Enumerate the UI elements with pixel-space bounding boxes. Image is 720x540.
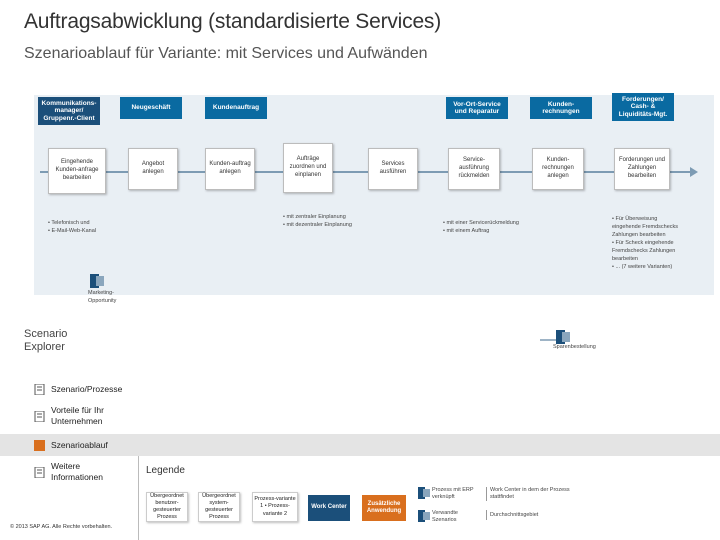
flow-icon (34, 439, 45, 451)
legend-text-related: Verwandte Szenarios (432, 510, 458, 524)
nav-scenario-processes[interactable]: Szenario/Prozesse (0, 378, 720, 400)
lane-header-receivables[interactable]: Forderungen/ Cash- & Liquiditäts-Mgt. (612, 93, 674, 121)
step-perform-services[interactable]: Services ausführen (368, 148, 418, 190)
link-marketing-opportunity[interactable]: Marketing-Opportunity (88, 290, 117, 304)
lane-header-sales-order[interactable]: Kundenauftrag (205, 97, 267, 119)
document-icon (34, 466, 45, 478)
note-item: Für Überweisung eingehende Fremdschecks … (612, 216, 684, 240)
step-assign-schedule[interactable]: Aufträge zuordnen und einplanen (283, 143, 333, 193)
note-planning: mit zentraler Einplanung mit dezentraler… (283, 214, 355, 230)
document-icon (34, 383, 45, 395)
step-create-quotation[interactable]: Angebot anlegen (128, 148, 178, 190)
note-channels: Telefonisch und E-Mail-Web-Kanal (48, 220, 108, 236)
nav-scenario-flow[interactable]: Szenarioablauf (0, 434, 720, 456)
copyright: © 2013 SAP AG. Alle Rechte vorbehalten. (10, 524, 113, 530)
page-title: Auftragsabwicklung (standardisierte Serv… (24, 10, 442, 33)
document-icon (34, 410, 45, 422)
nav-more-info[interactable]: Weitere Informationen (0, 460, 720, 484)
link-spare-parts[interactable]: Sparenbestellung (553, 344, 596, 350)
note-receivables: Für Überweisung eingehende Fremdschecks … (612, 216, 684, 272)
note-item: mit dezentraler Einplanung (283, 222, 355, 230)
legend-system-process: Übergeordnet system-gesteuerter Prozess (198, 492, 240, 522)
note-item: E-Mail-Web-Kanal (48, 228, 108, 236)
legend-process-variants: Prozess-variante 1 • Prozess-variante 2 (252, 492, 298, 522)
related-scenario-icon (418, 510, 430, 522)
note-item: ... (7 weitere Varianten) (612, 264, 684, 272)
legend-separator (486, 510, 487, 520)
legend-text-erp: Prozess mit ERP verknüpft (432, 487, 474, 501)
legend-additional-app: Zusätzliche Anwendung (362, 495, 406, 521)
legend-text-average: Durchschnittsgebiet (490, 512, 539, 518)
note-item: mit einer Servicerückmeldung (443, 220, 521, 228)
nav-benefits[interactable]: Vorteile für Ihr Unternehmen (0, 404, 720, 428)
note-item: mit einem Auftrag (443, 228, 521, 236)
erp-link-icon (418, 487, 430, 499)
note-item: Für Scheck eingehende Fremdschecks Zahlu… (612, 240, 684, 264)
step-incoming-inquiry[interactable]: Eingehende Kunden-anfrage bearbeiten (48, 148, 106, 194)
note-item: mit zentraler Einplanung (283, 214, 355, 222)
lane-header-communication[interactable]: Kommunikations-manager/ Gruppenr.-Client (38, 97, 100, 125)
page-subtitle: Szenarioablauf für Variante: mit Service… (24, 45, 428, 62)
legend-divider (138, 456, 139, 540)
legend-text-work-center: Work Center in dem der Prozess stattfind… (490, 487, 570, 501)
step-create-sales-order[interactable]: Kunden-auftrag anlegen (205, 148, 255, 190)
step-process-payments[interactable]: Forderungen und Zahlungen bearbeiten (614, 148, 670, 190)
related-scenario-icon[interactable] (90, 274, 104, 288)
related-scenario-icon[interactable] (556, 330, 570, 344)
legend-title: Legende (146, 465, 185, 476)
lane-header-invoicing[interactable]: Kunden-rechnungen (530, 97, 592, 119)
swimlane-area (34, 95, 714, 295)
lane-header-new-business[interactable]: Neugeschäft (120, 97, 182, 119)
legend-user-process: Übergeordnet benutzer-gesteuerter Prozes… (146, 492, 188, 522)
lane-header-field-service[interactable]: Vor-Ort-Service und Reparatur (446, 97, 508, 119)
legend-work-center: Work Center (308, 495, 350, 521)
scenario-explorer-label: Scenario Explorer (24, 328, 68, 354)
note-confirmation: mit einer Servicerückmeldung mit einem A… (443, 220, 521, 236)
legend-separator (486, 487, 487, 501)
step-create-invoices[interactable]: Kunden-rechnungen anlegen (532, 148, 584, 190)
step-confirm-service[interactable]: Service-ausführung rückmelden (448, 148, 500, 190)
note-item: Telefonisch und (48, 220, 108, 228)
